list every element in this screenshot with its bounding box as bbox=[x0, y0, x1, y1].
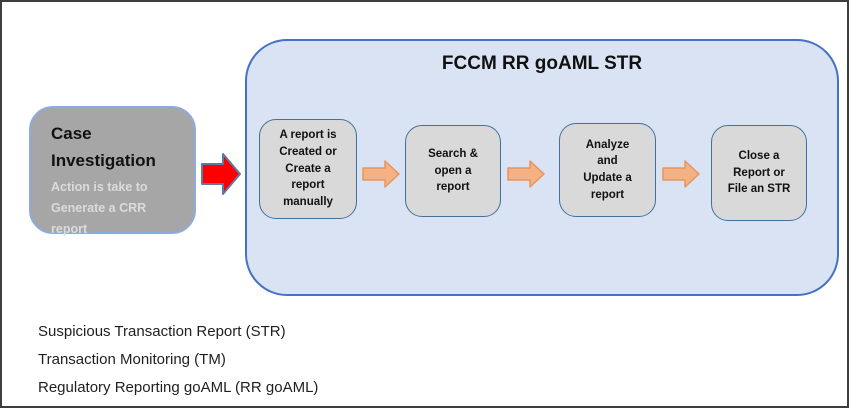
flow-arrow-icon bbox=[662, 160, 700, 188]
step-label: A report is Created or Create a report m… bbox=[279, 129, 337, 208]
red-arrow-shape bbox=[201, 153, 241, 195]
flow-arrow-shape bbox=[362, 160, 400, 188]
legend: Suspicious Transaction Report (STR) Tran… bbox=[38, 323, 319, 406]
step-label: Search & open a report bbox=[428, 147, 478, 194]
step-box-create-report: A report is Created or Create a report m… bbox=[259, 119, 357, 219]
legend-line-str: Suspicious Transaction Report (STR) bbox=[38, 323, 286, 340]
case-box-title: Case Investigation bbox=[51, 124, 156, 171]
step-box-analyze-update: Analyze and Update a report bbox=[559, 123, 656, 217]
flow-arrow-shape bbox=[662, 160, 700, 188]
container-title: FCCM RR goAML STR bbox=[441, 53, 643, 74]
fccm-goaml-container: FCCM RR goAML STR A report is Created or… bbox=[245, 39, 839, 296]
step-label: Close a Report or File an STR bbox=[727, 149, 791, 196]
step-box-close-file: Close a Report or File an STR bbox=[711, 125, 807, 221]
flow-arrow-icon bbox=[362, 160, 400, 188]
step-label: Analyze and Update a report bbox=[583, 138, 632, 201]
legend-line-tm: Transaction Monitoring (TM) bbox=[38, 351, 226, 368]
case-box-subtitle: Action is take to Generate a CRR report bbox=[51, 180, 148, 236]
flow-arrow-shape bbox=[507, 160, 545, 188]
legend-line-goaml: Regulatory Reporting goAML (RR goAML) bbox=[38, 379, 319, 396]
flow-arrow-icon bbox=[507, 160, 545, 188]
red-arrow-icon bbox=[201, 153, 241, 195]
step-box-search-open: Search & open a report bbox=[405, 125, 501, 217]
case-investigation-box: Case Investigation Action is take to Gen… bbox=[29, 106, 196, 236]
